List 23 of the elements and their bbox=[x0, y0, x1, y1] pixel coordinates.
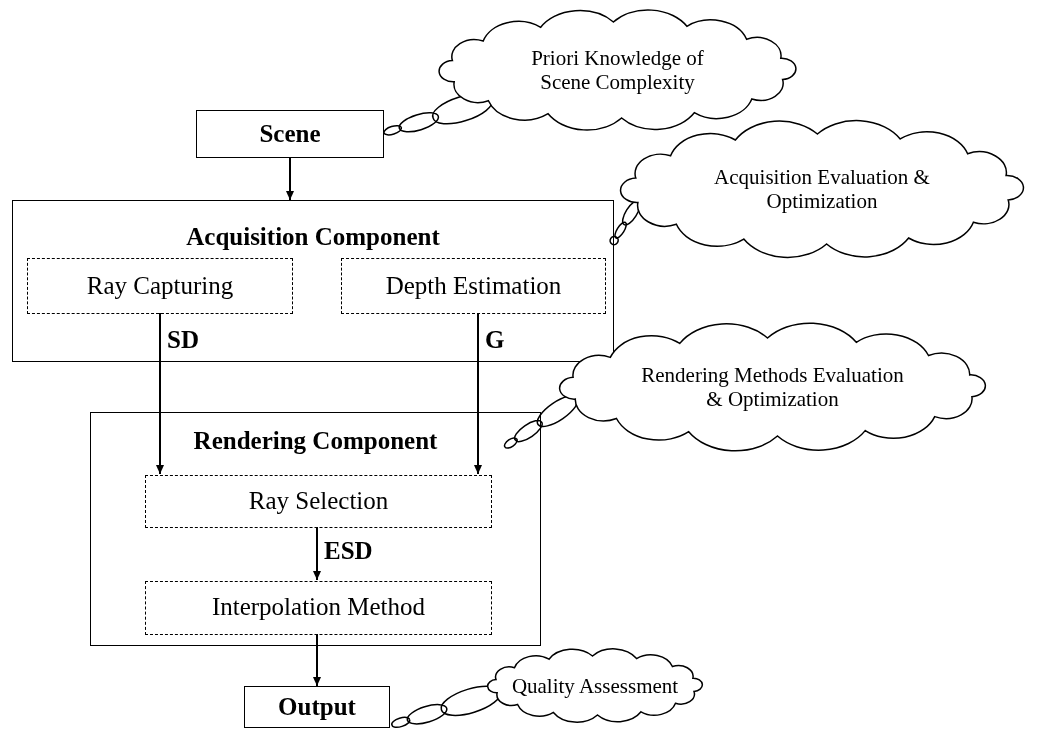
box-heading: Output bbox=[277, 693, 357, 722]
cloud-text: Rendering Methods Evaluation & Optimization bbox=[640, 362, 905, 412]
arrow bbox=[286, 157, 294, 201]
subprocess-box bbox=[341, 258, 606, 314]
arrow bbox=[474, 312, 482, 475]
process-box bbox=[196, 110, 384, 158]
arrow bbox=[313, 526, 321, 581]
box-heading: Rendering Component bbox=[192, 427, 439, 456]
box-label: Depth Estimation bbox=[384, 272, 563, 301]
arrow bbox=[156, 312, 164, 475]
cloud-text: Quality Assessment bbox=[510, 673, 680, 699]
box-label: Ray Selection bbox=[247, 487, 390, 516]
subprocess-box bbox=[145, 581, 492, 635]
subprocess-box bbox=[145, 475, 492, 528]
box-heading: Acquisition Component bbox=[185, 223, 441, 252]
cloud-text: Acquisition Evaluation & Optimization bbox=[713, 164, 931, 214]
box-label: Interpolation Method bbox=[210, 593, 427, 622]
cloud-text: Priori Knowledge of Scene Complexity bbox=[530, 45, 705, 95]
arrow bbox=[313, 633, 321, 687]
box-label: Ray Capturing bbox=[85, 272, 235, 301]
subprocess-box bbox=[27, 258, 293, 314]
box-heading: Scene bbox=[258, 120, 322, 149]
process-box bbox=[244, 686, 390, 728]
